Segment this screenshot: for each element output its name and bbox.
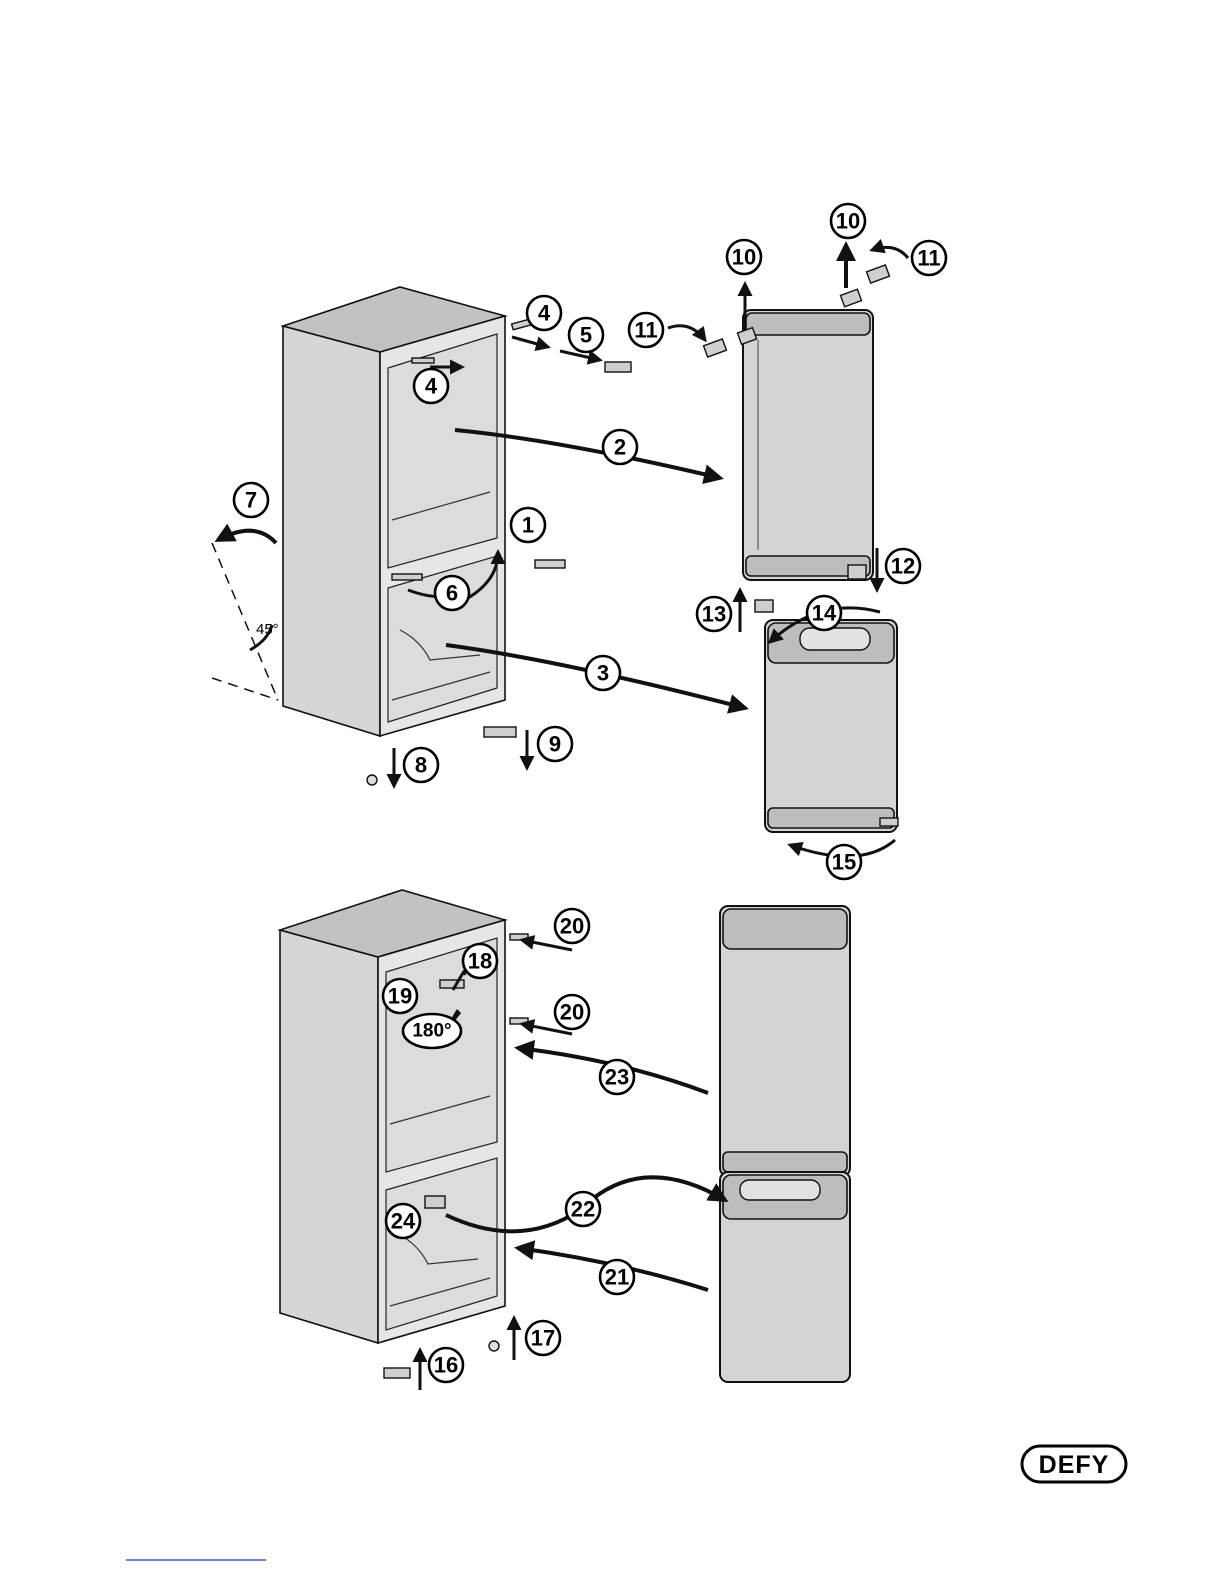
callout-16: 16 bbox=[429, 1348, 463, 1382]
callout-7: 7 bbox=[234, 483, 268, 517]
svg-text:20: 20 bbox=[560, 914, 584, 939]
svg-text:6: 6 bbox=[446, 581, 458, 606]
svg-text:20: 20 bbox=[560, 1000, 584, 1025]
svg-text:21: 21 bbox=[605, 1265, 629, 1290]
callout-13: 13 bbox=[697, 597, 731, 631]
lower-door-rehung bbox=[720, 1172, 850, 1382]
callout-19: 19 bbox=[383, 979, 417, 1013]
callout-20-a: 20 bbox=[555, 909, 589, 943]
svg-text:4: 4 bbox=[538, 301, 551, 326]
svg-text:7: 7 bbox=[245, 488, 257, 513]
svg-text:15: 15 bbox=[832, 850, 856, 875]
svg-text:12: 12 bbox=[891, 554, 915, 579]
svg-text:16: 16 bbox=[434, 1353, 458, 1378]
callout-15: 15 bbox=[827, 845, 861, 879]
svg-text:22: 22 bbox=[571, 1197, 595, 1222]
callout-4-b: 4 bbox=[414, 369, 448, 403]
svg-text:1: 1 bbox=[522, 513, 534, 538]
svg-text:9: 9 bbox=[549, 732, 561, 757]
callout-11-a: 11 bbox=[629, 313, 663, 347]
svg-text:24: 24 bbox=[391, 1209, 416, 1234]
svg-text:11: 11 bbox=[634, 318, 657, 343]
svg-text:3: 3 bbox=[597, 661, 609, 686]
top-fridge-cabinet bbox=[283, 287, 505, 736]
svg-text:18: 18 bbox=[468, 949, 492, 974]
callout-2: 2 bbox=[603, 430, 637, 464]
svg-text:19: 19 bbox=[388, 984, 412, 1009]
callout-1: 1 bbox=[511, 508, 545, 542]
callout-21: 21 bbox=[600, 1260, 634, 1294]
callout-14: 14 bbox=[807, 596, 841, 630]
callout-6: 6 bbox=[435, 576, 469, 610]
callout-23: 23 bbox=[600, 1060, 634, 1094]
svg-text:11: 11 bbox=[917, 246, 940, 271]
svg-text:10: 10 bbox=[836, 209, 860, 234]
callout-10-b: 10 bbox=[831, 204, 865, 238]
callout-10-a: 10 bbox=[727, 240, 761, 274]
angle-label: 45° bbox=[256, 621, 279, 638]
opening-angle-indicator: 45° bbox=[212, 531, 279, 700]
callout-18: 18 bbox=[463, 944, 497, 978]
callout-8: 8 bbox=[404, 748, 438, 782]
callout-24: 24 bbox=[386, 1204, 420, 1238]
upper-door-rehung bbox=[720, 906, 850, 1176]
callout-3: 3 bbox=[586, 656, 620, 690]
svg-text:4: 4 bbox=[425, 374, 438, 399]
callout-5: 5 bbox=[569, 318, 603, 352]
callout-20-b: 20 bbox=[555, 995, 589, 1029]
callout-180-degrees: 180° bbox=[403, 1014, 461, 1048]
callout-22: 22 bbox=[566, 1192, 600, 1226]
callout-17: 17 bbox=[526, 1321, 560, 1355]
defy-logo: DEFY bbox=[1022, 1446, 1126, 1482]
svg-text:5: 5 bbox=[580, 323, 592, 348]
callout-11-b: 11 bbox=[912, 241, 946, 275]
svg-text:DEFY: DEFY bbox=[1039, 1451, 1110, 1479]
callout-12: 12 bbox=[886, 549, 920, 583]
svg-text:8: 8 bbox=[415, 753, 427, 778]
upper-door-removed bbox=[743, 310, 873, 580]
callout-4-a: 4 bbox=[527, 296, 561, 330]
svg-text:180°: 180° bbox=[412, 1021, 451, 1042]
lower-door-removed bbox=[765, 620, 897, 832]
svg-text:23: 23 bbox=[605, 1065, 629, 1090]
svg-text:14: 14 bbox=[812, 601, 837, 626]
svg-text:13: 13 bbox=[702, 602, 726, 627]
svg-text:10: 10 bbox=[732, 245, 756, 270]
svg-text:17: 17 bbox=[531, 1326, 555, 1351]
callout-9: 9 bbox=[538, 727, 572, 761]
svg-text:2: 2 bbox=[614, 435, 626, 460]
